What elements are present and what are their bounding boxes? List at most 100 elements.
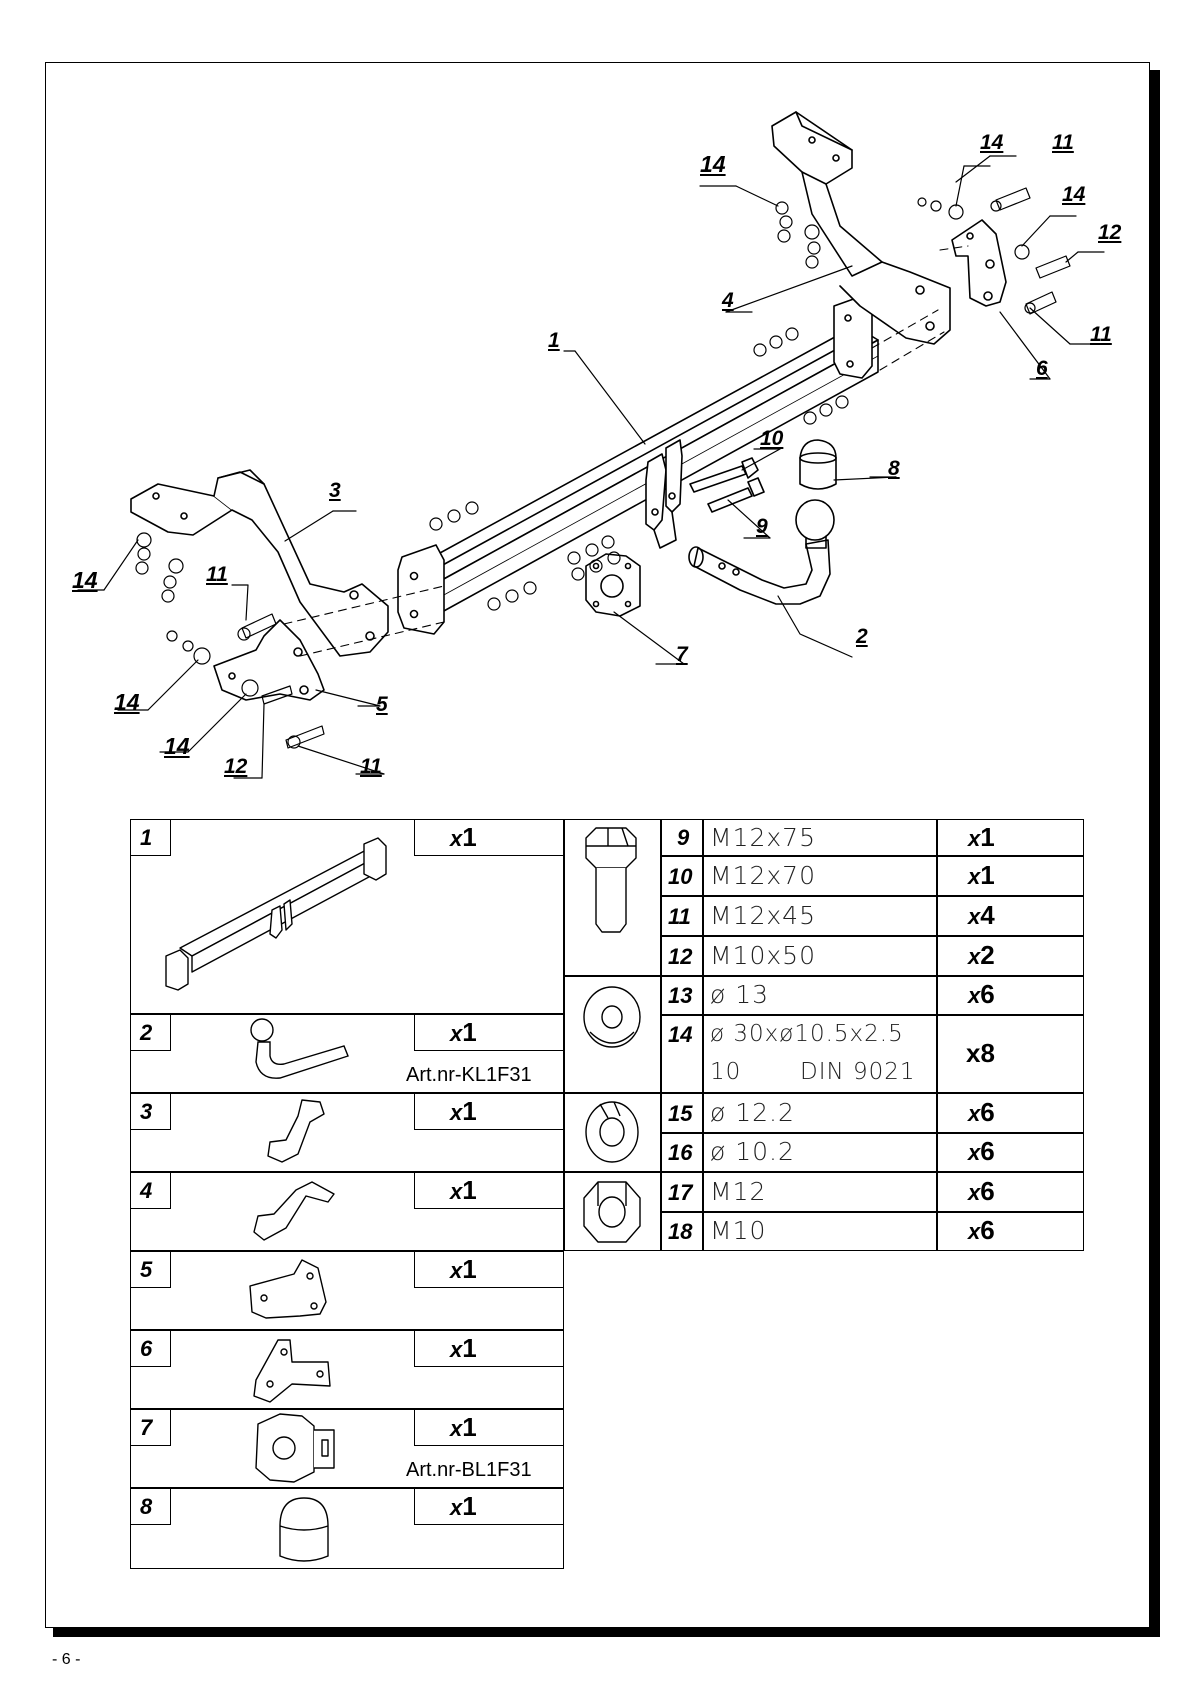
part-number: 3	[140, 1099, 153, 1124]
part-spec: ø 10.2	[710, 1137, 795, 1166]
bracket-thumbnail	[253, 1181, 335, 1241]
spec-qty-box	[937, 1212, 1084, 1251]
crossbar-part-1	[397, 295, 879, 635]
part-quantity-box	[414, 1409, 564, 1446]
socket-plate-thumbnail	[255, 1413, 335, 1483]
towball-thumbnail	[250, 1018, 349, 1079]
part-number: 17	[668, 1180, 693, 1205]
callout-part-2: 2	[856, 625, 868, 648]
spec-qty-box	[937, 1015, 1084, 1093]
plate-thumbnail	[253, 1339, 331, 1403]
part-number: 2	[140, 1020, 153, 1045]
spec-box	[703, 936, 937, 976]
part-quantity: x6	[968, 1136, 995, 1166]
part-number: 6	[140, 1336, 153, 1361]
part-spec: M12x70	[710, 861, 816, 890]
part-quantity: x1	[450, 1175, 477, 1205]
part-number: 7	[140, 1415, 153, 1440]
spec-box	[703, 819, 937, 856]
part-number: 4	[140, 1178, 153, 1203]
spec-qty-box	[937, 896, 1084, 936]
part-number-box	[130, 1251, 171, 1288]
part-quantity-box	[414, 1172, 564, 1209]
spec-number-box	[661, 1172, 703, 1212]
part-quantity-box	[414, 1093, 564, 1130]
part-quantity: x8	[966, 1038, 995, 1068]
part-spec: M12x45	[710, 901, 816, 930]
callout-part-14-top-left: 14	[700, 151, 726, 177]
part-number: 10	[668, 864, 693, 889]
part-spec: ø 13	[710, 980, 770, 1009]
part-number: 5	[140, 1257, 153, 1282]
spec-box	[703, 856, 937, 896]
spec-qty-box	[937, 1093, 1084, 1133]
cap-thumbnail	[279, 1497, 329, 1562]
callout-part-9: 9	[756, 515, 768, 538]
side-bracket-part-4	[771, 111, 951, 345]
callout-part-14-lower: 14	[114, 689, 140, 715]
callout-part-5: 5	[376, 693, 388, 716]
part-number-box	[130, 1330, 171, 1367]
part-quantity: x1	[450, 1254, 477, 1284]
part-spec: M12	[710, 1177, 767, 1206]
part-article-number: Art.nr-KL1F31	[406, 1064, 532, 1086]
callout-part-7: 7	[676, 643, 688, 666]
part-quantity: x1	[450, 1096, 477, 1126]
socket-plate-part-7	[585, 553, 641, 617]
part-quantity-box	[414, 819, 564, 856]
part-spec: M12x75	[710, 823, 816, 852]
part-number: 12	[668, 944, 693, 969]
callout-part-11-bottom: 11	[360, 755, 382, 778]
callout-part-10: 10	[760, 427, 784, 450]
spec-number-box	[661, 1133, 703, 1172]
bolts-9-10	[689, 457, 765, 513]
part-number: 16	[668, 1140, 693, 1165]
part-number: 9	[677, 825, 690, 850]
part-spec: ø 12.2	[710, 1098, 795, 1127]
bracket-thumbnail	[267, 1099, 325, 1163]
part-quantity: x1	[968, 822, 995, 852]
callout-part-11-left: 11	[206, 563, 228, 586]
spec-box	[703, 896, 937, 936]
plate-part-6	[951, 219, 1007, 307]
callout-part-3: 3	[329, 479, 341, 502]
spec-qty-box	[937, 1133, 1084, 1172]
towball-part-2	[688, 499, 835, 605]
washer-icon	[583, 986, 641, 1048]
callout-part-12-right: 12	[1098, 221, 1122, 244]
part-spec: ø 30xø10.5x2.5	[710, 1021, 904, 1047]
callout-part-11-top: 11	[1052, 131, 1074, 154]
exploded-assembly-diagram	[77, 111, 1105, 779]
callout-part-4: 4	[722, 289, 734, 312]
part-quantity: x6	[968, 1176, 995, 1206]
spec-qty-box	[937, 936, 1084, 976]
part-number-box	[130, 819, 171, 856]
part-spec-standard: DIN 9021	[800, 1059, 916, 1085]
callout-part-14-right: 14	[1062, 183, 1086, 206]
spec-box	[703, 1093, 937, 1133]
spec-number-box	[661, 1212, 703, 1251]
part-quantity: x2	[968, 940, 995, 970]
callout-part-11-right: 11	[1090, 323, 1112, 346]
spec-box	[703, 1212, 937, 1251]
spec-number-box	[661, 936, 703, 976]
part-quantity: x1	[968, 860, 995, 890]
hardware-fasteners	[135, 187, 1071, 749]
part-quantity: x1	[450, 1017, 477, 1047]
spec-qty-box	[937, 1172, 1084, 1212]
spec-box	[703, 976, 937, 1015]
part-number-box	[130, 1409, 171, 1446]
plate-thumbnail	[249, 1259, 327, 1319]
part-number-box	[130, 1014, 171, 1051]
part-number: 14	[668, 1022, 693, 1047]
part-quantity: x1	[450, 1333, 477, 1363]
leader-lines	[77, 155, 1105, 779]
spec-box	[703, 1172, 937, 1212]
part-quantity-box	[414, 1330, 564, 1367]
bolt-icon	[585, 827, 637, 933]
callout-part-6: 6	[1036, 357, 1048, 380]
crossbar-thumbnail	[165, 837, 387, 991]
part-number: 15	[668, 1101, 693, 1126]
page-number: - 6 -	[52, 1651, 81, 1668]
spec-number-box	[661, 896, 703, 936]
